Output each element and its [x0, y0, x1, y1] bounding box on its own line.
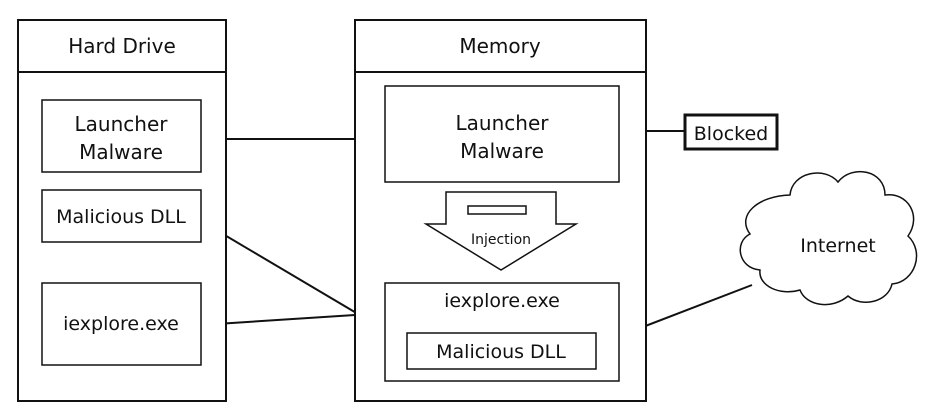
internet-label: Internet	[800, 235, 875, 257]
memory-title: Memory	[459, 34, 541, 58]
hd-iexplore-box: iexplore.exe	[41, 282, 202, 366]
hd-launcher-malware-box: Launcher Malware	[41, 99, 202, 173]
mem-launcher-label-1: Launcher	[456, 111, 550, 135]
hard-drive-title: Hard Drive	[68, 34, 176, 58]
mem-launcher-malware-box: Launcher Malware	[384, 85, 620, 183]
mem-launcher-label-2: Malware	[460, 139, 544, 163]
hd-launcher-label-1: Launcher	[75, 112, 169, 136]
hd-launcher-label-2: Malware	[79, 140, 163, 164]
blocked-box: Blocked	[683, 113, 779, 151]
hd-iexplore-label: iexplore.exe	[63, 313, 179, 335]
mem-malicious-dll-box: Malicious DLL	[406, 332, 597, 370]
internet-cloud: Internet	[739, 170, 918, 306]
memory-panel: Memory Launcher Malware Injection iexplo…	[354, 19, 647, 402]
hd-malicious-dll-label: Malicious DLL	[56, 206, 186, 228]
cloud-icon	[739, 170, 918, 306]
injection-arrow: Injection	[423, 191, 579, 271]
mem-malicious-dll-label: Malicious DLL	[436, 341, 566, 363]
blocked-label: Blocked	[694, 123, 768, 145]
mem-iexplore-label: iexplore.exe	[444, 290, 560, 312]
hd-malicious-dll-box: Malicious DLL	[41, 189, 202, 243]
down-arrow-icon	[423, 191, 579, 271]
hard-drive-panel: Hard Drive Launcher Malware Malicious DL…	[17, 19, 227, 402]
injection-label: Injection	[471, 232, 531, 248]
